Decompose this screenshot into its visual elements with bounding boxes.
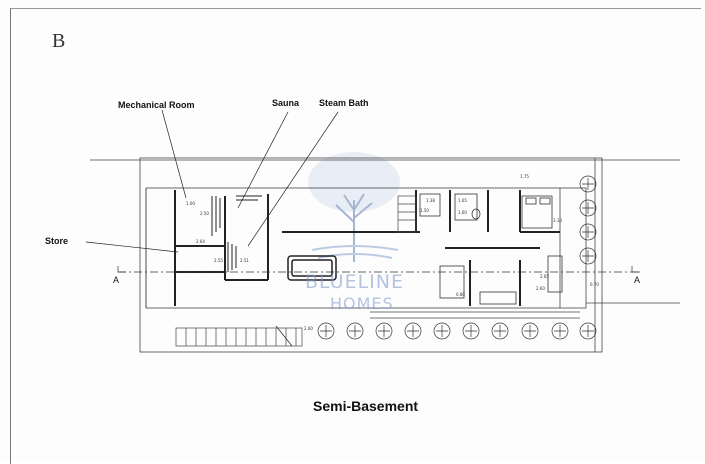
dim-label: 1.00 <box>186 201 195 206</box>
pool-outline <box>287 255 337 281</box>
dim-label: 3.10 <box>553 218 562 223</box>
section-mark-left: A <box>113 275 120 285</box>
watermark-line2: HOMES <box>330 294 394 313</box>
dimension-labels: 1.00 2.50 2.64 2.55 2.51 1.75 3.10 1.50 … <box>186 174 599 331</box>
sheet-letter: B <box>52 30 66 52</box>
dim-label: 2.50 <box>200 211 209 216</box>
sheet-frame <box>10 8 701 464</box>
dim-label: 1.65 <box>458 198 467 203</box>
dim-label: 1.60 <box>458 210 467 215</box>
label-sauna: Sauna <box>272 98 300 108</box>
dim-label: 1.38 <box>426 198 435 203</box>
dim-label: 2.64 <box>196 239 205 244</box>
label-mechanical-room: Mechanical Room <box>118 100 195 110</box>
label-leaders <box>85 109 339 253</box>
watermark-line1: BLUELINE <box>305 271 404 293</box>
dim-label: 2.65 <box>540 274 549 279</box>
dim-label: 0.70 <box>590 282 599 287</box>
section-mark-right: A <box>634 275 641 285</box>
exterior-stairs <box>175 195 417 347</box>
dim-label: 2.00 <box>304 326 313 331</box>
dim-label: 1.50 <box>420 208 429 213</box>
dim-label: 2.60 <box>536 286 545 291</box>
label-steam-bath: Steam Bath <box>319 98 369 108</box>
plan-title: Semi-Basement <box>313 398 419 414</box>
section-line <box>117 266 640 273</box>
dim-label: 2.51 <box>240 258 249 263</box>
tree-symbols <box>317 175 597 340</box>
watermark-tree-icon <box>308 152 400 262</box>
dim-label: 0.80 <box>456 292 465 297</box>
dim-label: 1.75 <box>520 174 529 179</box>
label-store: Store <box>45 236 69 246</box>
dim-label: 2.55 <box>214 258 223 263</box>
